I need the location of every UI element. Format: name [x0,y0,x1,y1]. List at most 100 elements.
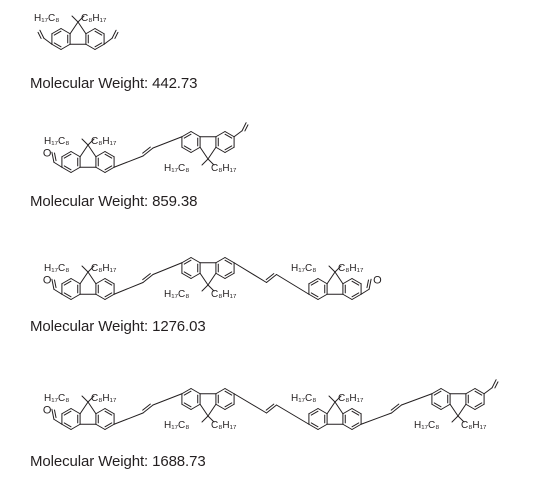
vinyl-bond-line [483,387,493,395]
double-bond-line [183,271,192,277]
ring-bond-line [104,293,115,300]
double-bond-line [310,410,319,416]
alkyl-label-left: H₁₇C₈ [44,393,69,404]
ring-bond-line [215,403,226,410]
vinyl-bond-line [43,37,53,45]
double-bond-line [351,292,360,298]
mw-value: 1688.73 [152,453,206,470]
ring-bond-line [190,272,201,279]
ring-bond-line [308,278,319,285]
alkyl-bond-line [81,138,89,146]
alkyl-label-right: C₈H₁₇ [81,13,107,24]
ring-bond-line [431,388,442,395]
ring-bond-line [224,131,235,138]
alkyl-bond-line [87,395,95,403]
vinylene-double-line [142,273,151,281]
ring-bond-line [69,21,79,35]
ring-bond-line [440,403,451,410]
ring-bond-line [224,272,235,279]
vinylene-bond-line [233,393,267,414]
molecular-weight-4: Molecular Weight:1688.73 [30,453,206,470]
double-bond-line [63,165,72,171]
ring-bond-line [474,403,485,410]
ring-bond-line [94,43,105,50]
double-bond-line [310,422,319,428]
ring-bond-line [79,401,89,415]
aldehyde-bond-line [51,408,55,420]
vinyl-bond-line [103,37,113,45]
ring-bond-line [87,271,97,285]
vinyl-bond-line [233,130,243,138]
alkyl-bond-line [334,395,342,403]
vinylene-bond-line [152,393,183,406]
ring-bond-line [308,423,319,430]
double-bond-line [104,153,113,159]
alkyl-bond-line [328,265,336,273]
oxygen-atom-label: O [43,404,52,416]
vinylene-bond-line [401,393,433,406]
aldehyde-bond-line [51,278,55,290]
ring-bond-line [61,293,72,300]
double-bond-line [224,271,233,277]
alkyl-bond-line [81,265,89,273]
alkyl-bond-line [451,415,459,423]
oxygen-atom-label: O [43,147,52,159]
alkyl-label-right: C₈H₁₇ [338,393,364,404]
alkyl-bond-line [207,415,215,423]
molecular-weight-2: Molecular Weight:859.38 [30,193,197,210]
ring-bond-line [70,293,81,300]
alkyl-label-left: H₁₇C₈ [291,393,316,404]
double-bond-line [224,390,233,396]
vinylene-bond-line [152,136,183,149]
double-bond-line [351,280,360,286]
ring-bond-line [215,388,226,395]
ring-bond-line [61,166,72,173]
ring-bond-line [190,146,201,153]
vinylene-bond-line [391,404,402,414]
ring-bond-line [215,131,226,138]
ring-bond-line [199,272,209,286]
alkyl-label-right: C₈H₁₇ [211,289,237,300]
double-bond-line [183,133,192,139]
aldehyde-bond-line [53,418,63,425]
double-bond-line [474,402,483,408]
mw-value: 442.73 [152,75,198,92]
double-bond-line [351,410,360,416]
vinylene-bond-line [233,262,267,283]
vinylene-bond-line [360,412,392,425]
ring-bond-line [342,293,353,300]
ring-bond-line [224,146,235,153]
ring-bond-line [190,403,201,410]
alkyl-label-right: C₈H₁₇ [91,136,117,147]
ring-bond-line [95,408,106,415]
alkyl-label-left: H₁₇C₈ [291,263,316,274]
vinylene-double-line [265,403,275,411]
alkyl-label-left: H₁₇C₈ [44,136,69,147]
mw-label: Molecular Weight: [30,193,149,210]
ring-bond-line [70,166,81,173]
aldehyde-bond-line [360,288,370,295]
ring-bond-line [95,166,106,173]
double-bond-line [104,280,113,286]
ring-bond-line [61,423,72,430]
vinylene-bond-line [276,404,310,425]
ring-bond-line [351,423,362,430]
ring-bond-line [181,146,192,153]
alkyl-bond-line [207,284,215,292]
mw-label: Molecular Weight: [30,75,149,92]
alkyl-label-left: H₁₇C₈ [414,420,439,431]
double-bond-line [433,390,442,396]
mw-value: 859.38 [152,193,198,210]
double-bond-line [104,410,113,416]
ring-bond-line [308,293,319,300]
ring-bond-line [431,403,442,410]
ring-bond-line [465,388,476,395]
double-bond-line [63,422,72,428]
ring-bond-line [87,401,97,415]
double-bond-line [433,402,442,408]
vinylene-double-line [390,403,400,411]
ring-bond-line [215,146,226,153]
ring-bond-line [465,403,476,410]
ring-bond-line [60,43,71,50]
